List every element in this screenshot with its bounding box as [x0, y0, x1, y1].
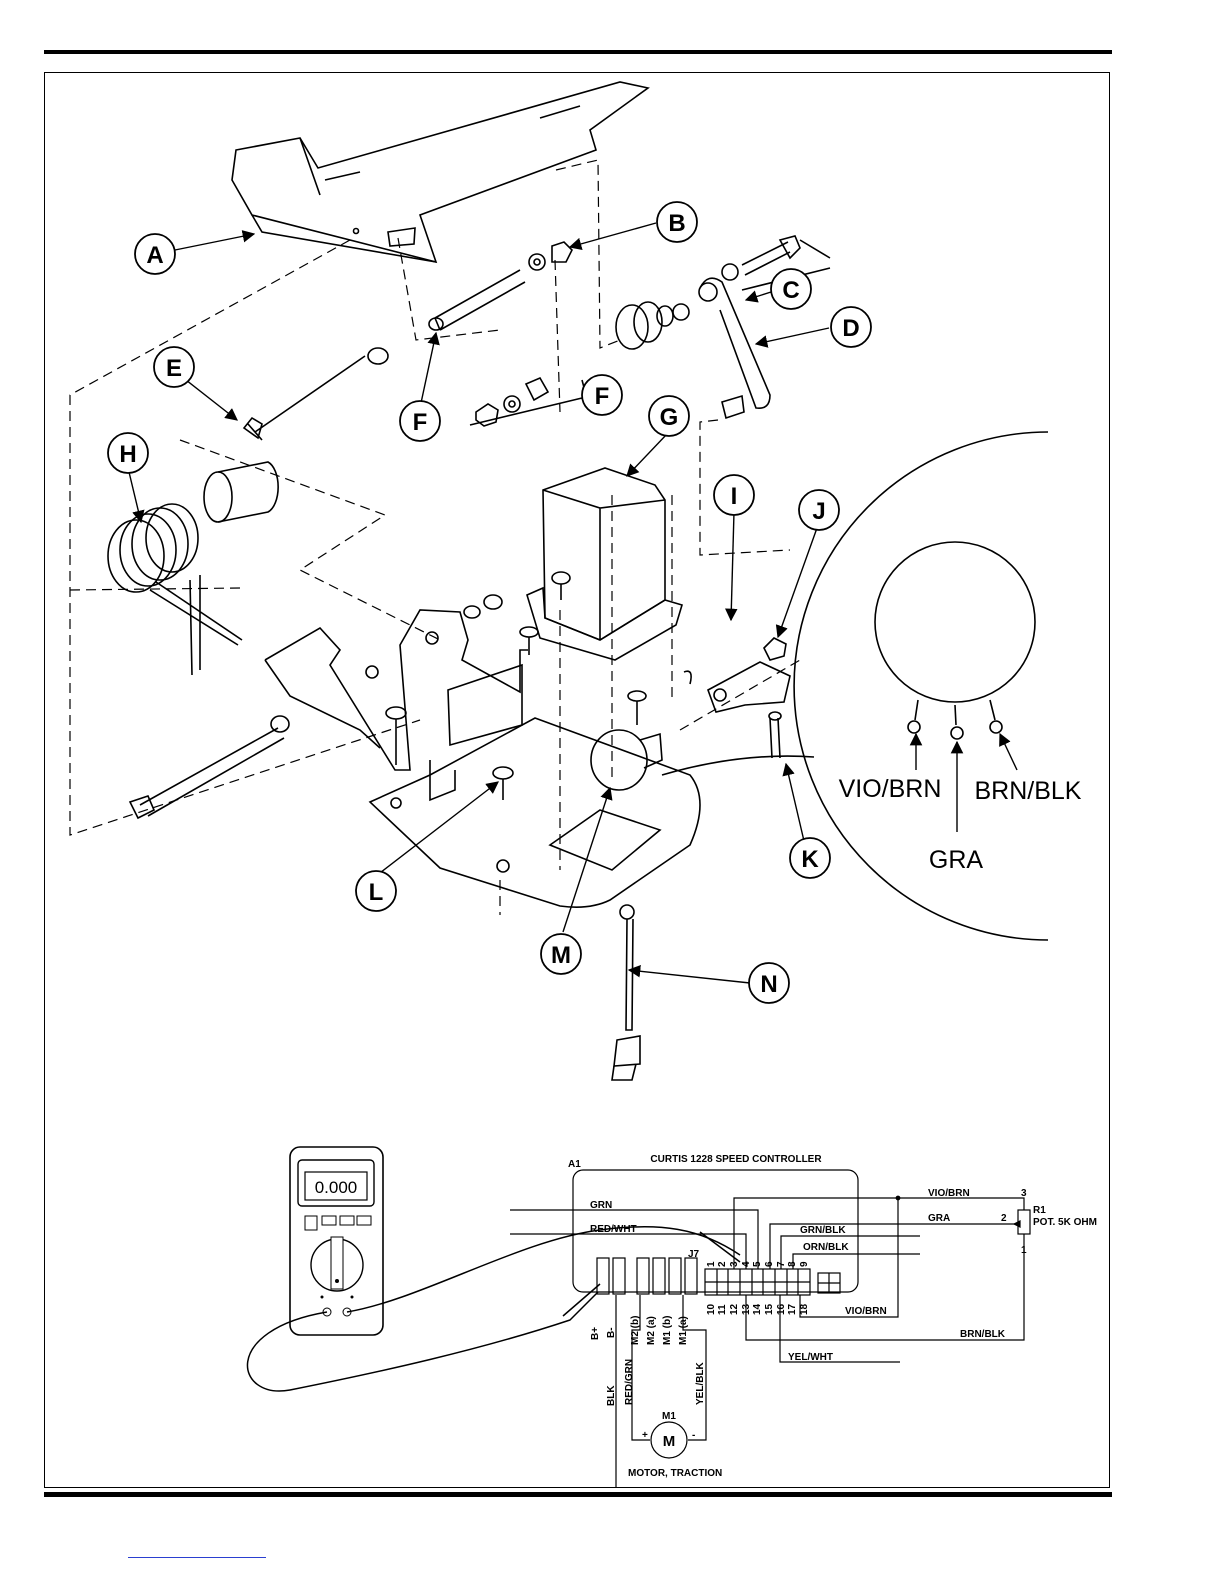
svg-text:H: H [119, 441, 136, 468]
callout-g: J [799, 490, 839, 530]
pin-10: 10 [706, 1303, 717, 1315]
pot-pin-1: 1 [1021, 1245, 1027, 1256]
terminal-b-plus: B+ [590, 1327, 601, 1340]
bottom-rule [44, 1492, 1112, 1497]
callout-d: D [831, 307, 871, 347]
motor-minus: - [692, 1430, 695, 1441]
svg-text:B: B [668, 210, 685, 237]
pin-1: 1 [706, 1261, 717, 1267]
wire-label-blk: BLK [606, 1385, 617, 1406]
callout-c: N [749, 963, 789, 1003]
svg-text:E: E [166, 355, 182, 382]
pin-11: 11 [717, 1304, 728, 1315]
pin-9: 9 [799, 1261, 810, 1267]
wire-label-vio-brn-top: VIO/BRN [928, 1188, 970, 1199]
callout-i: I [714, 475, 754, 515]
controller-title: CURTIS 1228 SPEED CONTROLLER [650, 1154, 822, 1165]
terminal-m1-a: M1 (a) [678, 1316, 689, 1345]
callout-m: B [657, 202, 697, 242]
motor-ref: M1 [662, 1411, 676, 1422]
callout-a: L [356, 871, 396, 911]
callout-b: M [541, 934, 581, 974]
callout-leaders [129, 223, 1017, 983]
pin-14: 14 [752, 1303, 763, 1315]
pot-wire-label-gra: GRA [929, 846, 984, 874]
pin-15: 15 [764, 1303, 775, 1315]
pin-4: 4 [741, 1261, 752, 1267]
terminal-m2-b: M2 (b) [630, 1316, 641, 1345]
footer-link-underline[interactable] [128, 1557, 266, 1558]
pin-8: 8 [787, 1261, 798, 1267]
svg-text:C: C [782, 277, 799, 304]
meter-reading: 0.000 [315, 1178, 358, 1197]
wire-label-gra: GRA [928, 1213, 950, 1224]
svg-text:I: I [731, 483, 738, 510]
svg-text:L: L [369, 879, 384, 906]
callout-f-lower: F [582, 375, 622, 415]
callout-f-upper: C [771, 269, 811, 309]
motor-desc: MOTOR, TRACTION [628, 1468, 722, 1479]
svg-text:F: F [413, 409, 428, 436]
pin-3: 3 [729, 1261, 740, 1267]
wire-label-brn-blk: BRN/BLK [960, 1329, 1006, 1340]
terminal-m1-b: M1 (b) [662, 1316, 673, 1345]
wire-label-grn-blk: GRN/BLK [800, 1225, 846, 1236]
pin-2: 2 [717, 1261, 728, 1267]
motor-plus: + [642, 1430, 648, 1441]
pin-6: 6 [764, 1261, 775, 1267]
pot-wire-label-brn-blk: BRN/BLK [975, 777, 1082, 805]
svg-text:G: G [660, 404, 679, 431]
pin-17: 17 [787, 1303, 798, 1315]
pot-ref: R1 [1033, 1205, 1046, 1216]
wire-label-yel-wht: YEL/WHT [788, 1352, 833, 1363]
callout-j: G [649, 396, 689, 436]
pot-wire-label-vio-brn: VIO/BRN [839, 775, 942, 803]
svg-text:K: K [801, 846, 819, 873]
terminal-b-minus: B- [606, 1327, 617, 1338]
pin-12: 12 [729, 1303, 740, 1315]
terminal-m2-a: M2 (a) [646, 1316, 657, 1345]
callout-e: A [135, 234, 175, 274]
svg-text:N: N [760, 971, 777, 998]
controller-ref: A1 [568, 1159, 581, 1170]
callout-h: K [790, 838, 830, 878]
motor-symbol-letter: M [663, 1433, 676, 1450]
wire-label-red-wht: RED/WHT [590, 1224, 637, 1235]
wire-label-vio-brn-bottom: VIO/BRN [845, 1306, 887, 1317]
pot-desc: POT. 5K OHM [1033, 1217, 1097, 1228]
pot-pin-3: 3 [1021, 1188, 1027, 1199]
svg-text:D: D [842, 315, 859, 342]
exploded-view [70, 82, 1048, 1080]
callout-n: F [400, 401, 440, 441]
pin-16: 16 [776, 1303, 787, 1315]
pin-5: 5 [752, 1261, 763, 1267]
callout-k: H [108, 433, 148, 473]
pin-18: 18 [799, 1303, 810, 1315]
svg-text:A: A [146, 242, 163, 269]
svg-text:F: F [595, 383, 610, 410]
connector-ref: J7 [688, 1249, 700, 1260]
pin-13: 13 [741, 1303, 752, 1315]
pin-7: 7 [776, 1261, 787, 1267]
svg-text:M: M [551, 942, 571, 969]
wire-label-red-grn: RED/GRN [624, 1359, 635, 1405]
svg-text:J: J [812, 498, 825, 525]
pot-pin-2: 2 [1001, 1213, 1007, 1224]
pedal-part [232, 82, 648, 262]
pot-detail-body [875, 542, 1035, 702]
callout-l: E [154, 347, 194, 387]
wire-label-yel-blk: YEL/BLK [695, 1361, 706, 1405]
wire-label-grn: GRN [590, 1200, 612, 1211]
wire-label-orn-blk: ORN/BLK [803, 1242, 849, 1253]
schematic-wiring [510, 1170, 1030, 1488]
